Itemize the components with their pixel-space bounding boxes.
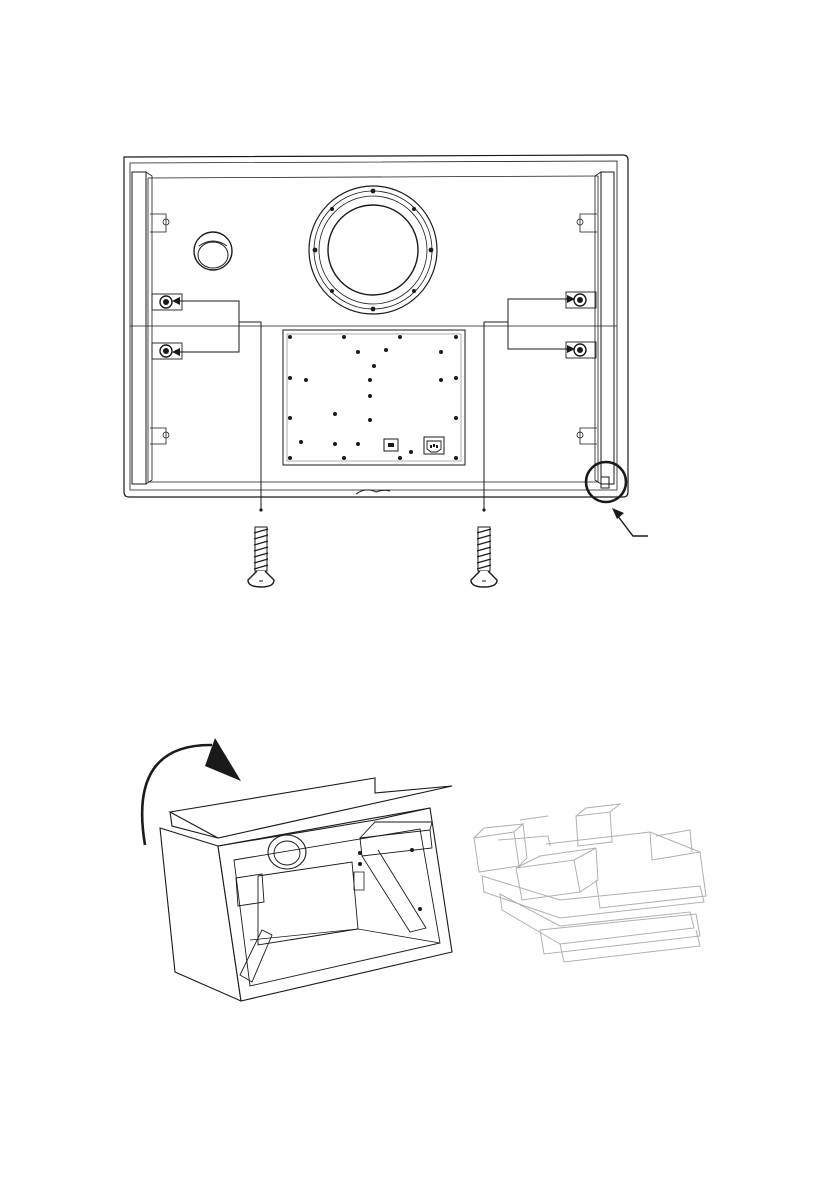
- plate-screw: [384, 348, 388, 352]
- plate-screw: [454, 335, 458, 339]
- packing-foam-pieces: [474, 804, 706, 962]
- subwoofer-port: [309, 186, 437, 314]
- plate-screw: [454, 456, 458, 460]
- plate-screw: [288, 376, 292, 380]
- plate-screw: [368, 378, 372, 382]
- open-box: [160, 778, 452, 1001]
- plate-screw: [288, 335, 292, 339]
- plate-screw: [454, 376, 458, 380]
- amplifier-plate: [283, 330, 465, 465]
- plate-screw: [368, 394, 372, 398]
- plate-screw: [398, 456, 402, 460]
- plate-screw: [299, 440, 303, 444]
- screw-icon: [471, 527, 497, 587]
- cabinet-rear-panel: [124, 155, 628, 497]
- plate-screw: [356, 350, 360, 354]
- plate-screw: [454, 416, 458, 420]
- plate-screw: [333, 412, 337, 416]
- plate-screw: [439, 350, 443, 354]
- callout-bracket-right: [482, 295, 575, 512]
- plate-screw: [398, 335, 402, 339]
- screw-icon: [248, 527, 274, 587]
- plate-screw: [372, 364, 376, 368]
- plate-screw: [368, 418, 372, 422]
- bass-reflex-port: [194, 232, 232, 270]
- rear-panel-diagram: [124, 155, 648, 587]
- plate-screw: [439, 378, 443, 382]
- plate-screw: [288, 456, 292, 460]
- plate-screw: [342, 456, 346, 460]
- plate-screw: [342, 335, 346, 339]
- iec-power-socket: [424, 437, 444, 454]
- power-switch: [384, 439, 398, 451]
- plate-screw: [409, 450, 413, 454]
- plate-screw: [356, 442, 360, 446]
- plate-screw: [288, 416, 292, 420]
- plate-screw: [333, 442, 337, 446]
- unpacking-diagram: [142, 738, 706, 1001]
- callout-bracket-left: [172, 297, 263, 512]
- leader-arrow: [612, 508, 648, 536]
- plate-screw: [304, 378, 308, 382]
